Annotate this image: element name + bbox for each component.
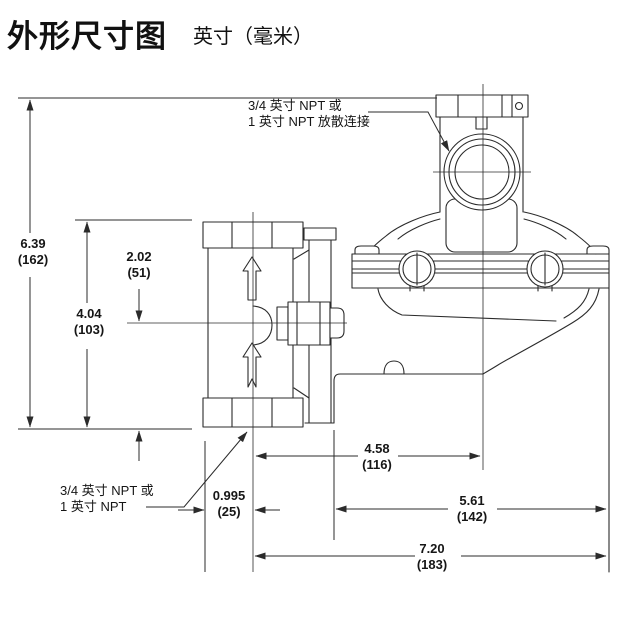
dimension-lines xyxy=(18,97,607,572)
flow-arrow-up-icon xyxy=(242,342,262,388)
page-title-units: 英寸（毫米） xyxy=(193,26,313,48)
dim-value-mm: (25) xyxy=(217,503,241,519)
dim-value-inches: 2.02 xyxy=(126,249,152,264)
dim-center-to-actuator-center: 4.58 (116) xyxy=(347,441,407,472)
dim-value-inches: 4.58 xyxy=(364,441,390,456)
dim-value-inches: 6.39 xyxy=(20,236,46,251)
vent-callout-line1: 3/4 英寸 NPT 或 xyxy=(248,98,342,113)
dim-value-mm: (162) xyxy=(17,251,49,267)
dim-value-inches: 5.61 xyxy=(459,493,485,508)
dim-center-to-base: 2.02 (51) xyxy=(111,249,167,280)
dim-actuator-width: 5.61 (142) xyxy=(442,493,502,524)
centerlines xyxy=(127,84,531,572)
flow-arrow-up-icon xyxy=(242,256,262,301)
vent-callout-line2: 1 英寸 NPT 放散连接 xyxy=(248,114,370,129)
dim-body-height: 4.04 (103) xyxy=(61,306,117,337)
dim-overall-height: 6.39 (162) xyxy=(4,236,62,267)
dim-value-inches: 7.20 xyxy=(419,541,445,556)
vent-connection-callout: 3/4 英寸 NPT 或 1 英寸 NPT 放散连接 xyxy=(248,98,370,130)
dim-value-mm: (51) xyxy=(127,264,151,280)
dim-value-inches: 4.04 xyxy=(76,306,102,321)
inlet-callout-line1: 3/4 英寸 NPT 或 xyxy=(60,483,154,498)
inlet-callout-line2: 1 英寸 NPT xyxy=(60,499,127,514)
dim-overall-width: 7.20 (183) xyxy=(402,541,462,572)
dim-value-inches: 0.995 xyxy=(212,488,246,503)
page-title: 外形尺寸图 xyxy=(7,19,167,54)
vent-leader-arrow xyxy=(368,111,450,152)
dim-body-face-to-center: 0.995 (25) xyxy=(199,488,259,519)
dim-value-mm: (183) xyxy=(416,556,448,572)
dim-value-mm: (116) xyxy=(362,456,392,472)
valve-body-drawing xyxy=(202,221,345,428)
inlet-leader-arrow xyxy=(146,431,248,508)
inlet-connection-callout: 3/4 英寸 NPT 或 1 英寸 NPT xyxy=(60,483,154,515)
dim-value-mm: (103) xyxy=(73,321,105,337)
dim-value-mm: (142) xyxy=(456,508,488,524)
